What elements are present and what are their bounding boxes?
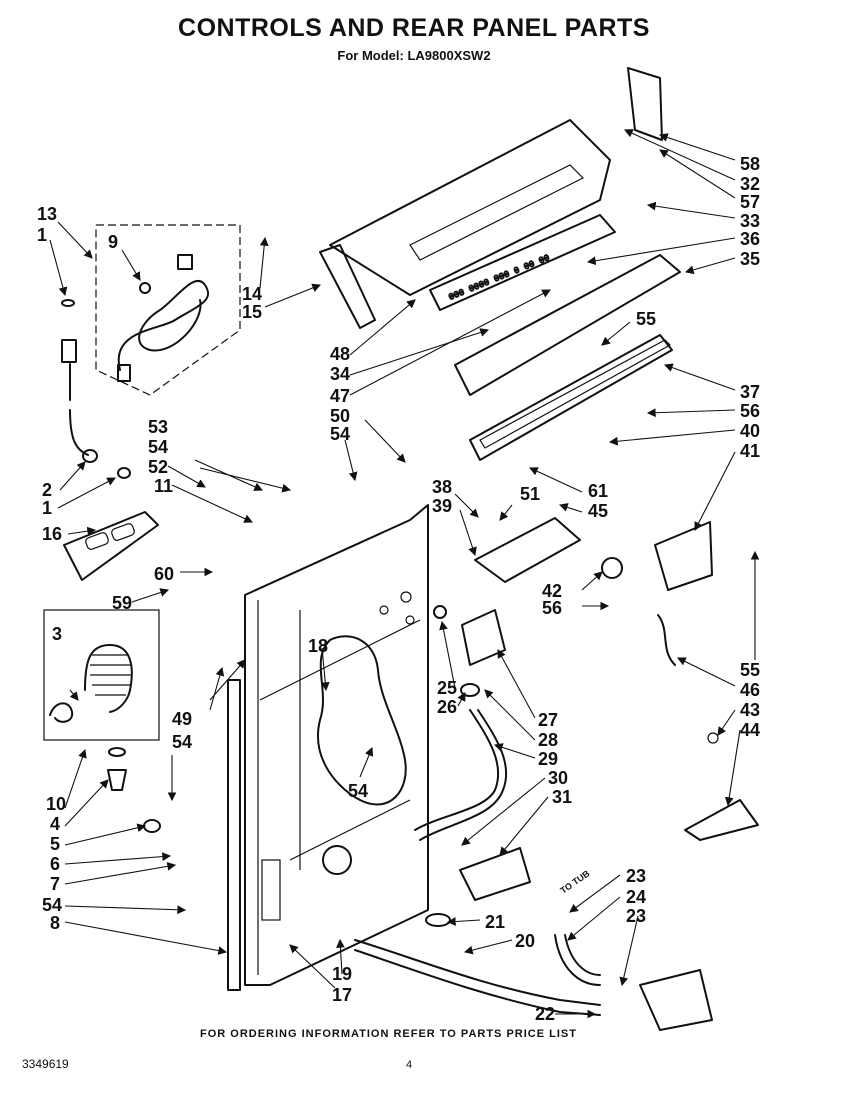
callout-15: 15 [242, 302, 262, 322]
callout-39: 39 [432, 496, 452, 516]
callout-8: 8 [50, 913, 60, 933]
callout-42: 42 [542, 581, 562, 601]
callout-58: 58 [740, 154, 760, 174]
page-title: CONTROLS AND REAR PANEL PARTS [178, 14, 650, 42]
callout-37: 37 [740, 382, 760, 402]
callout-10: 10 [46, 794, 66, 814]
callout-52: 52 [148, 457, 168, 477]
callout-55-top: 55 [636, 309, 656, 329]
callout-6: 6 [50, 854, 60, 874]
callout-27: 27 [538, 710, 558, 730]
callout-50: 50 [330, 406, 350, 426]
callout-14: 14 [242, 284, 262, 304]
callout-9: 9 [108, 232, 118, 252]
ordering-note: FOR ORDERING INFORMATION REFER TO PARTS … [200, 1028, 577, 1040]
document-number: 3349619 [22, 1057, 69, 1071]
callout-34: 34 [330, 364, 350, 384]
callout-17: 17 [332, 985, 352, 1005]
callout-54-left: 54 [42, 895, 62, 915]
water-valve-and-hoses [354, 605, 713, 1031]
callout-46: 46 [740, 680, 760, 700]
callout-31: 31 [552, 787, 572, 807]
callout-28: 28 [538, 730, 558, 750]
control-boards [474, 517, 713, 666]
page-number: 4 [406, 1059, 413, 1071]
callout-4: 4 [50, 814, 60, 834]
left-fittings [61, 299, 131, 479]
callout-1b: 1 [42, 498, 52, 518]
callout-56-top: 56 [740, 401, 760, 421]
callout-45: 45 [588, 501, 608, 521]
callout-55-lower: 55 [740, 660, 760, 680]
callout-53: 53 [148, 417, 168, 437]
callout-22: 22 [535, 1004, 555, 1024]
callout-30: 30 [548, 768, 568, 788]
callout-49: 49 [172, 709, 192, 729]
callout-51: 51 [520, 484, 540, 504]
console-cover: 000 0000 000 0 00 00 [319, 67, 663, 329]
bracket-44 [684, 732, 759, 841]
callout-2: 2 [42, 480, 52, 500]
bracket-16 [63, 511, 159, 581]
callout-23-top: 23 [626, 866, 646, 886]
callout-25: 25 [437, 678, 457, 698]
callout-43: 43 [740, 700, 760, 720]
callout-7: 7 [50, 874, 60, 894]
callout-18: 18 [308, 636, 328, 656]
callout-29: 29 [538, 749, 558, 769]
callout-20: 20 [515, 931, 535, 951]
callout-48: 48 [330, 344, 350, 364]
console-rails [454, 254, 681, 461]
callout-36: 36 [740, 229, 760, 249]
callout-numbers: 13 1 9 14 15 2 1 16 3 10 4 5 6 7 54 8 53… [37, 154, 760, 1024]
callout-23-bottom: 23 [626, 906, 646, 926]
drain-hose-kit [43, 609, 161, 833]
callout-54-console: 54 [330, 424, 350, 444]
rear-panel [227, 504, 429, 991]
callout-33: 33 [740, 211, 760, 231]
callout-59: 59 [112, 593, 132, 613]
callout-24: 24 [626, 887, 646, 907]
model-subtitle: For Model: LA9800XSW2 [337, 48, 491, 63]
callout-13: 13 [37, 204, 57, 224]
callout-5: 5 [50, 834, 60, 854]
to-tub-label: TO TUB [558, 868, 591, 896]
callout-61: 61 [588, 481, 608, 501]
callout-54-upper: 54 [148, 437, 168, 457]
callout-21: 21 [485, 912, 505, 932]
callout-32: 32 [740, 174, 760, 194]
callout-19: 19 [332, 964, 352, 984]
callout-16: 16 [42, 524, 62, 544]
callout-44: 44 [740, 720, 760, 740]
callout-60: 60 [154, 564, 174, 584]
callout-47: 47 [330, 386, 350, 406]
callout-57: 57 [740, 192, 760, 212]
callout-54-panel: 54 [348, 781, 368, 801]
leader-lines [49, 129, 760, 1019]
callout-38: 38 [432, 477, 452, 497]
callout-54-mid: 54 [172, 732, 192, 752]
callout-41: 41 [740, 441, 760, 461]
callout-3: 3 [52, 624, 62, 644]
callout-11: 11 [154, 476, 173, 496]
callout-40: 40 [740, 421, 760, 441]
callout-1: 1 [37, 225, 47, 245]
line-cord-assembly [95, 224, 241, 396]
callout-56-lower: 56 [542, 598, 562, 618]
callout-26: 26 [437, 697, 457, 717]
callout-35: 35 [740, 249, 760, 269]
